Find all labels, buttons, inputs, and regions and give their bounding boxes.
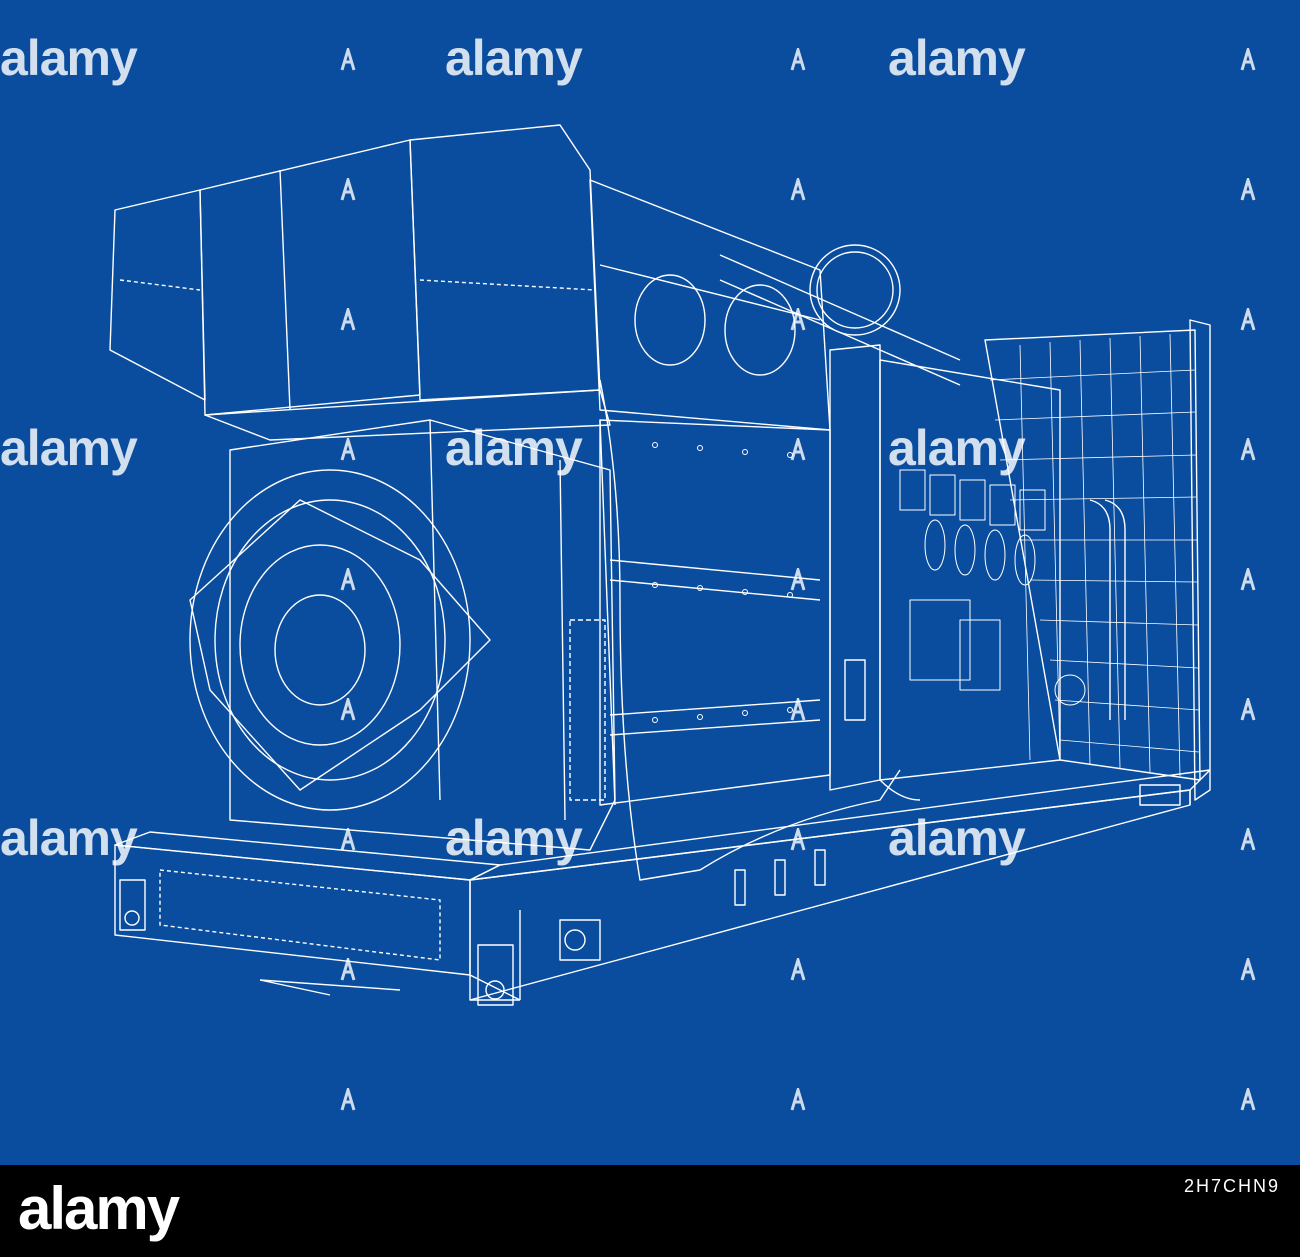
alamy-mark-icon: [340, 438, 356, 461]
alamy-mark-icon: [1240, 438, 1256, 461]
alamy-mark-icon: [1240, 308, 1256, 331]
alamy-mark-icon: [790, 1088, 806, 1111]
alamy-mark-icon: [1240, 828, 1256, 851]
cable: [599, 379, 901, 881]
alamy-mark-icon: [340, 828, 356, 851]
image-id: 2H7CHN9: [1183, 1176, 1280, 1196]
alamy-watermark: alamy: [888, 810, 1026, 866]
blueprint-canvas: alamy alamy alamy alamy alamy alamy alamy alamy…: [0, 0, 1300, 1165]
alamy-mark-icon: [1240, 568, 1256, 591]
alamy-mark-icon: [340, 958, 356, 981]
exhaust-section: [589, 179, 961, 431]
alamy-mark-icon: [1240, 48, 1256, 71]
alamy-mark-icon: [340, 178, 356, 201]
footer-bar: alamy 2H7CHN9: [0, 1165, 1300, 1257]
alamy-logo: alamy: [18, 1175, 180, 1242]
alamy-watermark: alamy: [445, 30, 583, 86]
alamy-mark-icon: [1240, 1088, 1256, 1111]
alamy-mark-icon: [340, 568, 356, 591]
alamy-watermark: alamy: [0, 420, 138, 476]
blueprint-background: [0, 0, 1300, 1165]
alamy-mark-icon: [790, 308, 806, 331]
alamy-watermark: alamy: [445, 810, 583, 866]
alamy-watermark: alamy: [888, 420, 1026, 476]
engine-housing: [599, 344, 881, 806]
generator-drawing: [109, 124, 1211, 1006]
radiator: [984, 319, 1211, 806]
alamy-mark-icon: [340, 308, 356, 331]
alamy-mark-icon: [790, 568, 806, 591]
generator-wireframe: [0, 0, 1300, 1165]
alamy-mark-icon: [340, 1088, 356, 1111]
alamy-mark-icon: [790, 958, 806, 981]
alamy-mark-icon: [790, 698, 806, 721]
alamy-watermark: alamy: [888, 30, 1026, 86]
alamy-mark-icon: [790, 178, 806, 201]
alternator: [189, 419, 616, 851]
alamy-mark-icon: [1240, 178, 1256, 201]
alamy-watermark: alamy: [0, 810, 138, 866]
alamy-watermark: alamy: [445, 420, 583, 476]
alamy-mark-icon: [1240, 698, 1256, 721]
alamy-mark-icon: [340, 48, 356, 71]
alamy-mark-icon: [790, 48, 806, 71]
alamy-mark-icon: [1240, 958, 1256, 981]
alamy-watermark: alamy: [0, 30, 138, 86]
alamy-mark-icon: [340, 698, 356, 721]
alamy-mark-icon: [790, 438, 806, 461]
alamy-mark-icon: [790, 828, 806, 851]
cable-end: [879, 779, 921, 801]
